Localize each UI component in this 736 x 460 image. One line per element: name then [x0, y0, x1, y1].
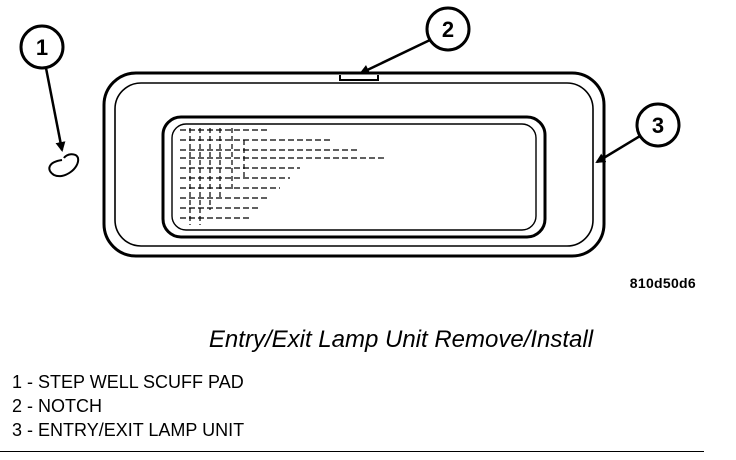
bottom-rule	[0, 451, 704, 452]
legend-item-2: 2 - NOTCH	[12, 394, 244, 418]
legend: 1 - STEP WELL SCUFF PAD 2 - NOTCH 3 - EN…	[12, 370, 244, 442]
legend-separator: -	[22, 420, 39, 440]
figure-caption: Entry/Exit Lamp Unit Remove/Install	[208, 326, 594, 353]
figure-code: 810d50d6	[629, 275, 696, 291]
notch	[339, 75, 379, 81]
legend-number: 1	[12, 372, 23, 392]
callout-3: 3	[595, 102, 681, 164]
callout-2-circle	[425, 6, 471, 52]
lamp-lens	[161, 115, 547, 239]
callout-2-leader	[359, 38, 431, 75]
legend-separator: -	[22, 372, 39, 392]
lamp-lens-inner	[171, 123, 537, 231]
callout-1-leader	[44, 67, 66, 152]
legend-separator: -	[22, 396, 39, 416]
callout-3-number: 3	[652, 113, 664, 138]
lamp-unit	[102, 71, 606, 258]
scuff-pad-curl	[48, 153, 80, 178]
legend-text: NOTCH	[38, 396, 103, 416]
lamp-inner-bezel	[114, 82, 594, 247]
callout-2: 2	[359, 6, 471, 75]
legend-text: ENTRY/EXIT LAMP UNIT	[38, 420, 245, 440]
legend-item-3: 3 - ENTRY/EXIT LAMP UNIT	[12, 418, 244, 442]
callout-3-leader	[595, 134, 641, 164]
lamp-diagram: 1 2 3	[19, 6, 681, 258]
legend-number: 2	[12, 396, 23, 416]
callout-1-number: 1	[36, 35, 48, 60]
legend-number: 3	[12, 420, 23, 440]
callout-1: 1	[19, 24, 66, 152]
callout-1-circle	[19, 24, 65, 70]
legend-item-1: 1 - STEP WELL SCUFF PAD	[12, 370, 244, 394]
lens-texture	[180, 129, 385, 219]
callout-2-number: 2	[442, 17, 454, 42]
lens-texture-vertical	[189, 128, 245, 225]
callout-3-circle	[635, 102, 681, 148]
legend-text: STEP WELL SCUFF PAD	[38, 372, 244, 392]
